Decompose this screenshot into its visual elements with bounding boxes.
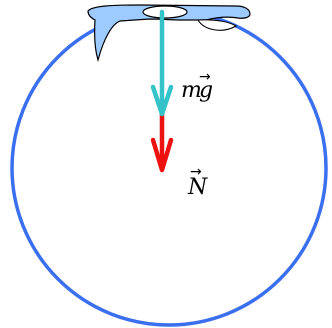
normal-label-n: N (187, 175, 208, 200)
car-wheel-bump (197, 19, 238, 31)
loop-track (10, 9, 328, 327)
weight-label-m: m (181, 78, 202, 103)
weight-label: m g → (181, 69, 213, 103)
car-seat (142, 5, 188, 19)
weight-label-vector-arrow: → (199, 69, 211, 85)
normal-label: N → (187, 164, 208, 200)
car-body (87, 4, 251, 63)
weight-arrow (150, 9, 174, 117)
normal-label-vector-arrow: → (190, 164, 202, 180)
weight-label-g: g (199, 78, 213, 103)
normal-force-arrow (150, 109, 174, 173)
coaster-car (87, 4, 251, 63)
